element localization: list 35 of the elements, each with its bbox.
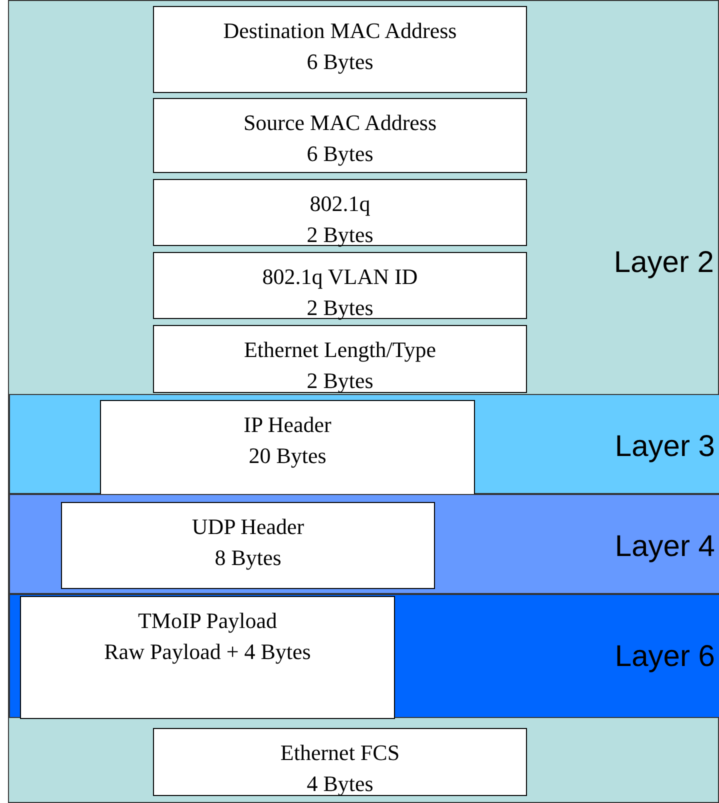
layer-label: Layer 3 xyxy=(614,430,715,464)
field-size: 2 Bytes xyxy=(306,221,374,249)
header-field-box xyxy=(153,179,527,246)
header-field-box xyxy=(153,98,527,173)
field-size: 6 Bytes xyxy=(306,140,374,168)
header-field-box xyxy=(153,728,527,796)
header-field-box xyxy=(20,596,395,719)
field-name: 802.1q VLAN ID xyxy=(262,263,418,291)
field-name: Ethernet Length/Type xyxy=(244,336,436,364)
field-name: TMoIP Payload xyxy=(138,607,278,635)
field-size: 20 Bytes xyxy=(248,442,326,470)
field-size: Raw Payload + 4 Bytes xyxy=(104,638,311,666)
field-size: 4 Bytes xyxy=(306,770,374,798)
field-size: 2 Bytes xyxy=(306,367,374,395)
header-field-box xyxy=(100,400,475,495)
layer-band xyxy=(9,394,719,494)
header-field-box xyxy=(153,325,527,393)
header-field-box xyxy=(153,252,527,319)
field-name: Destination MAC Address xyxy=(223,17,457,45)
layer-band xyxy=(8,0,719,803)
field-name: Source MAC Address xyxy=(243,109,437,137)
field-name: UDP Header xyxy=(192,513,304,541)
field-name: IP Header xyxy=(244,411,332,439)
field-name: 802.1q xyxy=(310,190,370,218)
layer-band xyxy=(9,494,719,594)
field-size: 2 Bytes xyxy=(306,294,374,322)
layer-label: Layer 6 xyxy=(614,640,715,674)
field-name: Ethernet FCS xyxy=(280,739,400,767)
layer-label: Layer 2 xyxy=(614,246,714,280)
layer-label: Layer 4 xyxy=(614,530,715,564)
layer-band xyxy=(9,594,719,718)
header-field-box xyxy=(153,6,527,93)
header-field-box xyxy=(61,502,435,589)
field-size: 6 Bytes xyxy=(306,48,374,76)
field-size: 8 Bytes xyxy=(214,544,282,572)
